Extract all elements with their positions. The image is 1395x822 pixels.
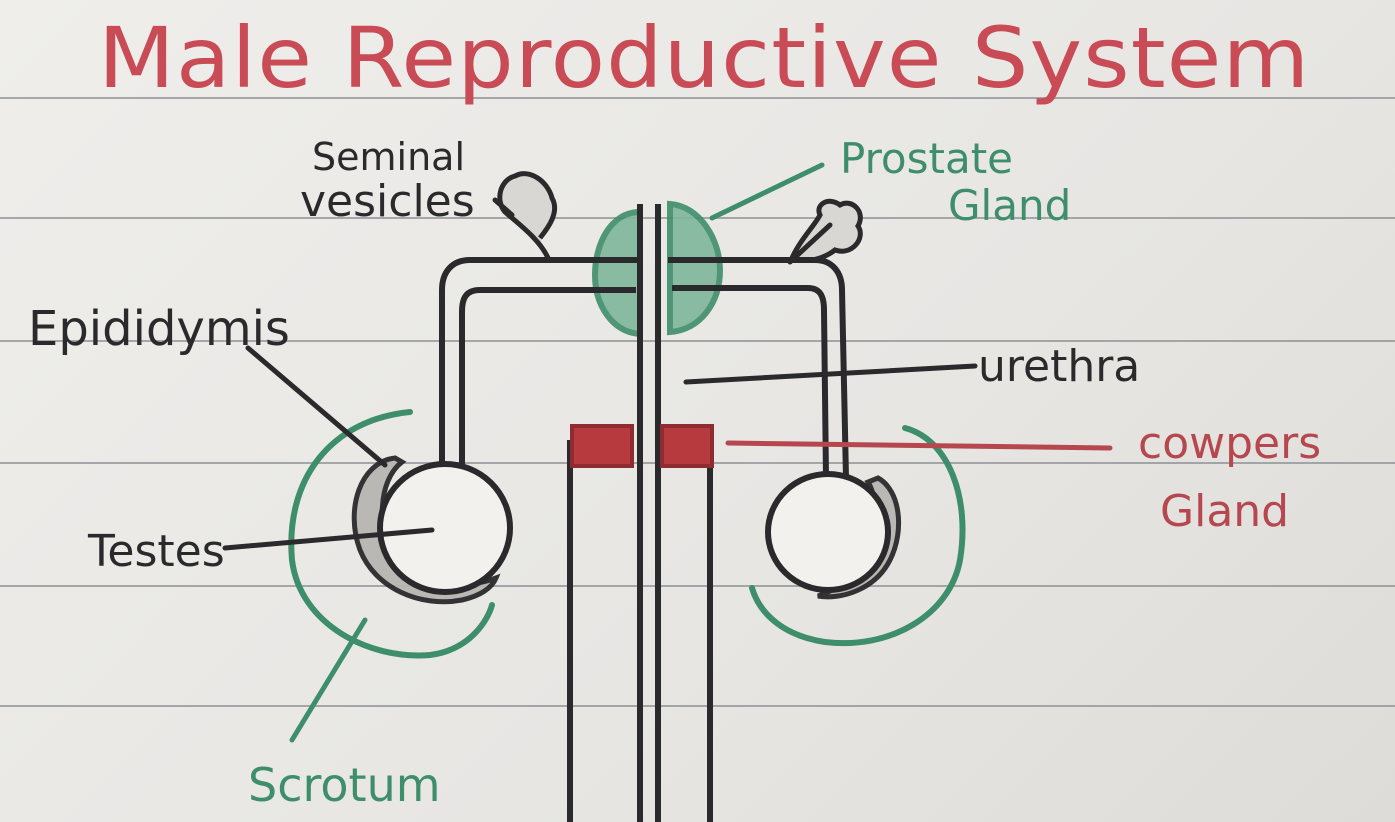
leader-epididymis — [245, 345, 388, 468]
label-scrotum: Scrotum — [248, 758, 441, 812]
testis-left — [377, 461, 513, 595]
scrotum-left-outline — [288, 409, 495, 659]
label-testes: Testes — [88, 526, 225, 577]
cowpers-gland-left — [570, 424, 634, 468]
leader-seminal-vesicles — [492, 197, 515, 218]
leader-prostate-gland — [709, 162, 825, 221]
label-seminal-line1: Seminal — [312, 135, 466, 179]
leader-testes — [222, 527, 435, 551]
diagram-title: Male Reproductive System — [98, 9, 1311, 107]
scrotum-right-outline — [749, 425, 966, 647]
leader-seminal-vesicles-right — [787, 222, 833, 265]
vas-deferens-left-outer — [439, 257, 640, 470]
ruled-line — [0, 705, 1395, 707]
ruled-line — [0, 585, 1395, 587]
seminal-vesicle-left — [497, 171, 558, 260]
vas-deferens-right-outer — [668, 257, 849, 479]
ruled-line — [0, 97, 1395, 99]
cowpers-gland-right — [660, 424, 714, 468]
leader-urethra — [683, 363, 978, 385]
label-prostate-line2: Gland — [948, 181, 1072, 230]
label-epididymis: Epididymis — [28, 301, 290, 357]
vas-deferens-left-inner — [459, 287, 636, 470]
prostate-gland-right — [667, 200, 724, 336]
testis-right — [765, 471, 891, 593]
leader-scrotum — [289, 617, 368, 743]
leader-cowpers-gland — [725, 440, 1113, 451]
label-seminal-line2: vesicles — [300, 176, 475, 227]
prostate-gland-left — [591, 208, 643, 338]
ruled-line — [0, 340, 1395, 342]
label-cowpers-line1: cowpers — [1138, 418, 1322, 469]
vas-deferens-right-inner — [672, 285, 829, 479]
label-urethra: urethra — [978, 341, 1141, 392]
label-cowpers-line2: Gland — [1160, 486, 1290, 537]
label-prostate-line1: Prostate — [840, 134, 1014, 183]
